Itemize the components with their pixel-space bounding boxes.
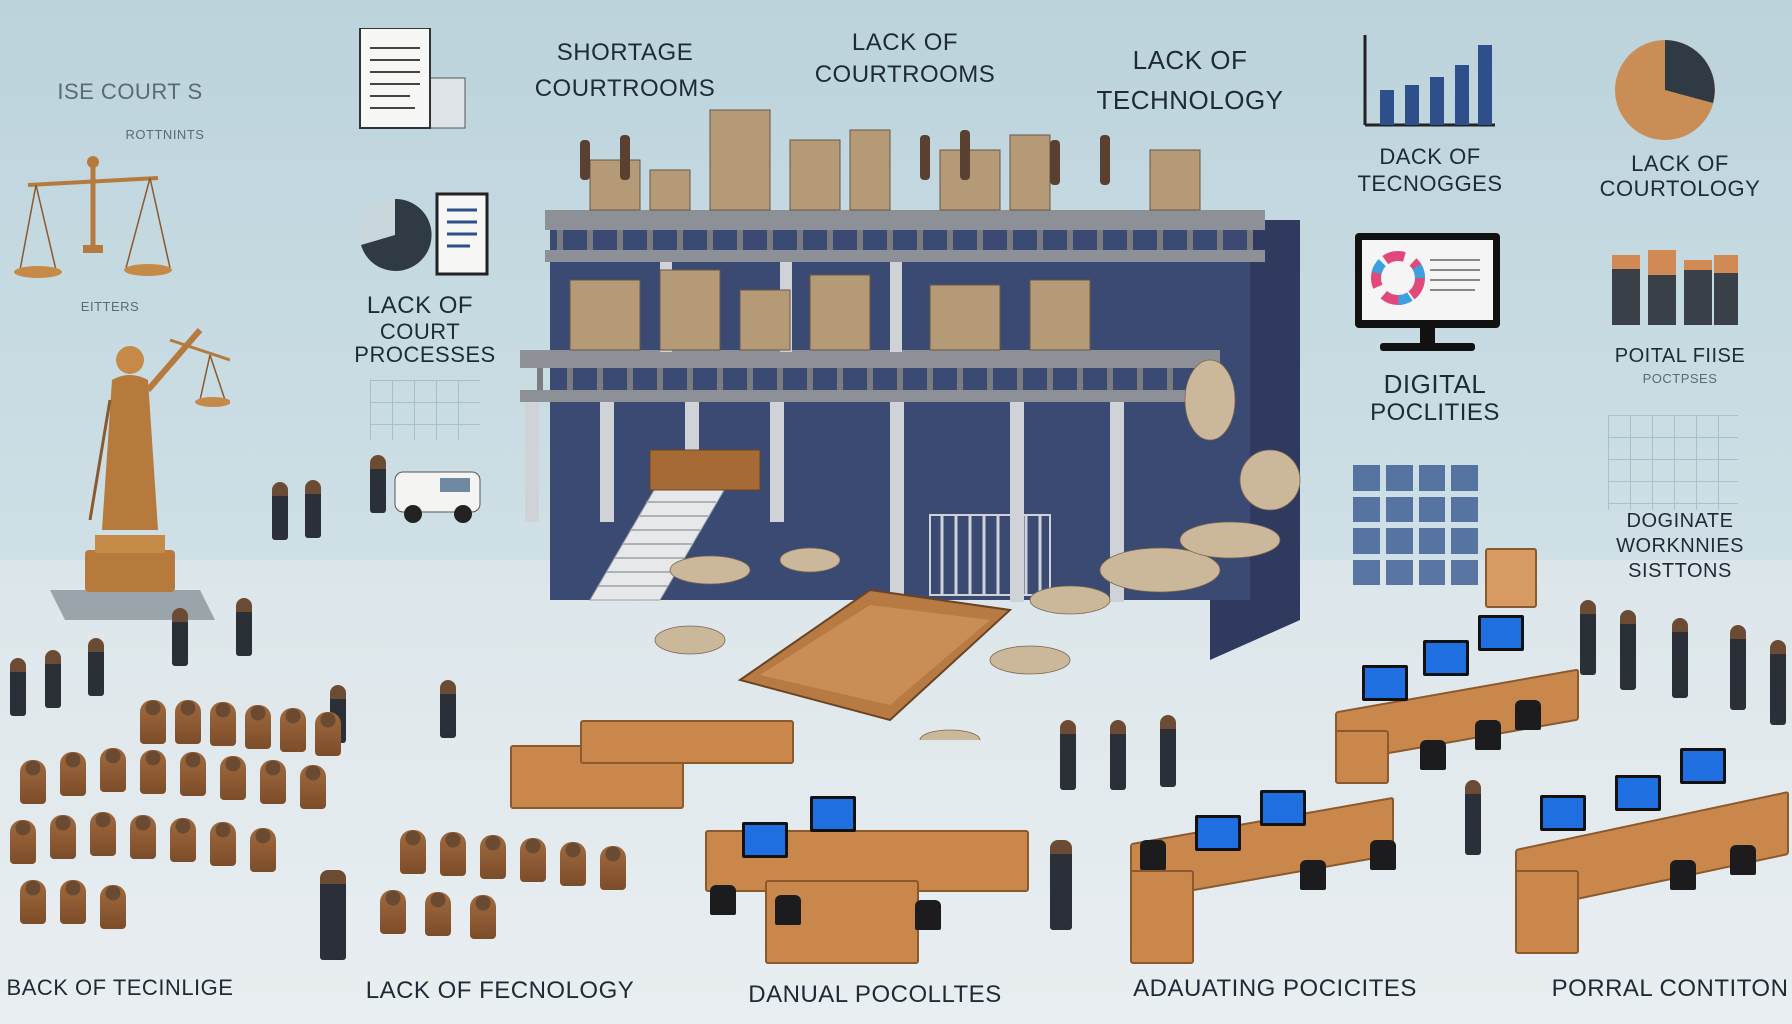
bar-chart-icon bbox=[1363, 35, 1495, 127]
person bbox=[1580, 600, 1596, 675]
file-boxes bbox=[1485, 548, 1537, 608]
office-chair bbox=[1730, 845, 1756, 875]
label-poital-line1: POITAL FIISE bbox=[1614, 345, 1746, 367]
label-court-processes-line1: LACK OF bbox=[366, 292, 474, 319]
person bbox=[272, 482, 288, 540]
label-digital-line1: DIGITAL bbox=[1383, 369, 1487, 399]
person bbox=[1620, 610, 1636, 690]
label-court-processes-line3: PROCESSES bbox=[354, 342, 496, 367]
label-doginate-line3: SISTTONS bbox=[1628, 560, 1732, 582]
monitor-icon bbox=[810, 796, 856, 832]
monitor-icon bbox=[1260, 790, 1306, 826]
office-chair bbox=[915, 900, 941, 930]
label-bottom-1: BACK OF TECINLIGE bbox=[6, 975, 234, 1000]
label-dack-line1: DACK OF bbox=[1379, 144, 1481, 169]
monitor-icon bbox=[742, 822, 788, 858]
label-lack-technology-line1: LACK OF bbox=[1132, 45, 1248, 75]
pie-chart-icon bbox=[1615, 40, 1715, 140]
scales-of-justice-icon bbox=[14, 156, 172, 278]
person bbox=[88, 638, 104, 696]
monitor-icon bbox=[1195, 815, 1241, 851]
monitor-icon bbox=[1540, 795, 1586, 831]
workstation-desk bbox=[1335, 730, 1389, 784]
label-poital-line2: POCTPSES bbox=[1642, 371, 1718, 386]
label-courtology-line1: LACK OF bbox=[1631, 151, 1729, 176]
label-bottom-3: DANUAL POCOLLTES bbox=[748, 981, 1002, 1008]
label-dack-line2: TECNOGGES bbox=[1357, 171, 1503, 196]
label-lack-technology-line2: TECHNOLOGY bbox=[1096, 85, 1284, 115]
tile-grid-icon bbox=[1353, 465, 1478, 585]
label-shortage-line1: SHORTAGE bbox=[556, 39, 694, 66]
workstation-desk bbox=[1515, 870, 1579, 954]
label-digital-line2: POCLITIES bbox=[1370, 399, 1500, 426]
monitor-icon bbox=[1478, 615, 1524, 651]
person bbox=[1730, 625, 1746, 710]
person bbox=[172, 608, 188, 666]
label-bottom-5: PORRAL CONTITON bbox=[1551, 975, 1789, 1002]
monitor-icon bbox=[1615, 775, 1661, 811]
label-ise-courts: ISE COURT S bbox=[57, 79, 203, 104]
label-doginate-line1: DOGINATE bbox=[1626, 510, 1734, 532]
label-bottom-2: LACK OF FECNOLOGY bbox=[365, 977, 635, 1004]
grid-decoration bbox=[370, 380, 480, 440]
bar-chart-icon-2 bbox=[1612, 250, 1738, 325]
person bbox=[1160, 715, 1176, 787]
document-icon bbox=[359, 28, 466, 129]
person bbox=[320, 870, 346, 960]
person bbox=[1672, 618, 1688, 698]
pie-and-document-icon bbox=[359, 192, 489, 276]
label-court-processes-line2: COURT bbox=[379, 319, 461, 344]
person bbox=[1465, 780, 1481, 855]
office-chair bbox=[1370, 840, 1396, 870]
person bbox=[305, 480, 321, 538]
person bbox=[1110, 720, 1126, 790]
label-rottnints: ROTTNINTS bbox=[125, 127, 205, 142]
office-chair bbox=[1420, 740, 1446, 770]
office-chair bbox=[1475, 720, 1501, 750]
van-icon bbox=[394, 471, 481, 523]
grid-decoration-right bbox=[1608, 415, 1738, 510]
label-eitters: EITTERS bbox=[80, 299, 140, 314]
person bbox=[370, 455, 386, 513]
label-doginate-line2: WORKNNIES bbox=[1616, 535, 1744, 557]
office-chair bbox=[775, 895, 801, 925]
person bbox=[1050, 840, 1072, 930]
label-bottom-4: ADAUATING POCICITES bbox=[1133, 975, 1417, 1002]
monitor-icon bbox=[1362, 665, 1408, 701]
label-shortage-line2: COURTROOMS bbox=[534, 75, 716, 102]
person bbox=[45, 650, 61, 708]
person bbox=[236, 598, 252, 656]
label-lack-courtrooms-line2: COURTROOMS bbox=[814, 61, 996, 88]
monitor-icon bbox=[1680, 748, 1726, 784]
person bbox=[10, 658, 26, 716]
office-chair bbox=[1140, 840, 1166, 870]
computer-icon bbox=[1355, 233, 1500, 351]
court-bench bbox=[580, 720, 794, 764]
monitor-icon bbox=[1423, 640, 1469, 676]
person bbox=[1060, 720, 1076, 790]
workstation-desk bbox=[1130, 870, 1194, 964]
person bbox=[440, 680, 456, 738]
office-chair bbox=[1515, 700, 1541, 730]
person bbox=[1770, 640, 1786, 725]
lady-justice-statue-icon bbox=[50, 328, 230, 620]
office-chair bbox=[1300, 860, 1326, 890]
label-lack-courtrooms-line1: LACK OF bbox=[851, 29, 959, 56]
office-chair bbox=[710, 885, 736, 915]
collapsing-courthouse-illustration bbox=[520, 109, 1301, 740]
label-courtology-line2: COURTOLOGY bbox=[1599, 176, 1761, 201]
office-chair bbox=[1670, 860, 1696, 890]
